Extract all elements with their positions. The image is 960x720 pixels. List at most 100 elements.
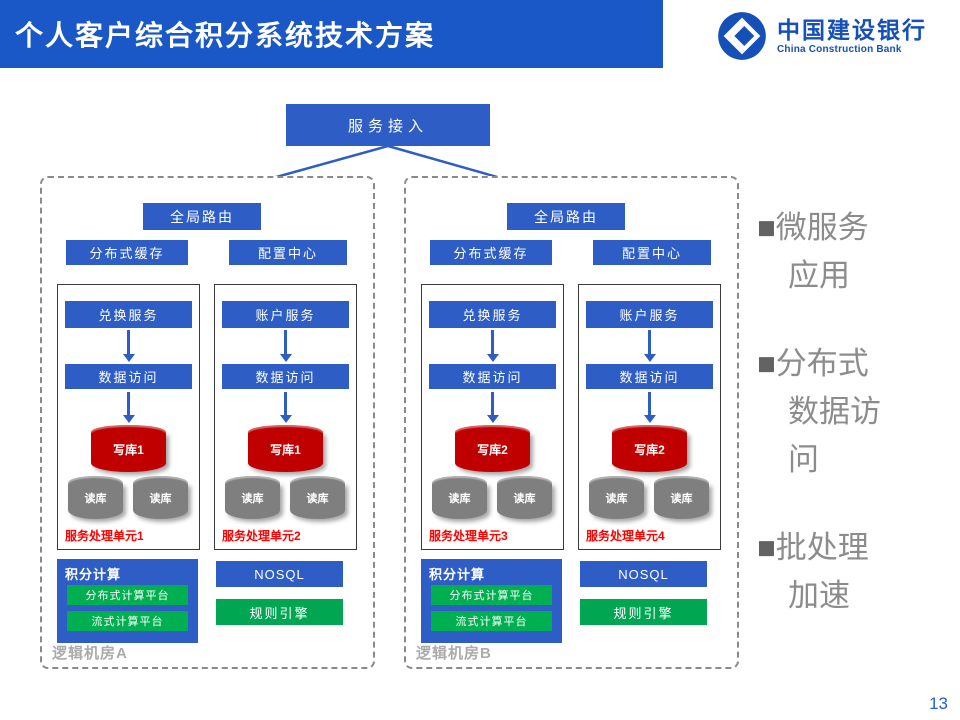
bullet-line: ■批处理 bbox=[757, 524, 957, 572]
read-db-cylinder: 读库 bbox=[133, 476, 188, 519]
rules-engine-box: 规则引擎 bbox=[580, 599, 707, 625]
cylinder-cap bbox=[432, 476, 487, 490]
down-arrow-icon bbox=[279, 392, 292, 423]
cylinder-cap bbox=[290, 476, 345, 490]
bank-name-en: China Construction Bank bbox=[777, 43, 902, 55]
unit-caption: 服务处理单元2 bbox=[222, 529, 301, 543]
read-db-label: 读库 bbox=[605, 493, 628, 505]
nosql-box: NOSQL bbox=[216, 561, 343, 587]
distributed-computing-platform-box: 分布式计算平台 bbox=[67, 585, 188, 605]
distributed-cache-box: 分布式缓存 bbox=[66, 240, 188, 265]
service-box: 兑换服务 bbox=[65, 301, 192, 328]
cylinder-cap bbox=[91, 425, 166, 439]
read-db-label: 读库 bbox=[241, 493, 264, 505]
write-db-label: 写库2 bbox=[634, 443, 665, 457]
cylinder-cap bbox=[133, 476, 188, 490]
stream-computing-platform-box: 流式计算平台 bbox=[67, 611, 188, 631]
read-db-cylinder: 读库 bbox=[432, 476, 487, 519]
service-unit-2: 账户服务 数据访问 写库1 读库 读库 服务处理单元2 bbox=[214, 284, 357, 550]
unit-caption: 服务处理单元3 bbox=[429, 529, 508, 543]
down-arrow-icon bbox=[643, 392, 656, 423]
down-arrow-icon bbox=[279, 330, 292, 362]
nosql-box: NOSQL bbox=[580, 561, 707, 587]
cylinder-cap bbox=[225, 476, 280, 490]
write-db-cylinder: 写库1 bbox=[248, 425, 323, 472]
bullet-item-batch-acceleration: ■批处理 加速 bbox=[757, 524, 957, 620]
bullet-line: 问 bbox=[788, 442, 819, 477]
distributed-cache-box: 分布式缓存 bbox=[430, 240, 552, 265]
write-db-cylinder: 写库2 bbox=[612, 425, 687, 472]
data-access-box: 数据访问 bbox=[429, 364, 556, 389]
unit-caption: 服务处理单元1 bbox=[65, 529, 144, 543]
data-access-box: 数据访问 bbox=[586, 364, 713, 389]
page-title: 个人客户综合积分系统技术方案 bbox=[15, 20, 436, 51]
data-access-box: 数据访问 bbox=[222, 364, 349, 389]
bullet-line: ■分布式 bbox=[757, 340, 957, 388]
cylinder-cap bbox=[248, 425, 323, 439]
read-db-cylinder: 读库 bbox=[290, 476, 345, 519]
write-db-cylinder: 写库1 bbox=[91, 425, 166, 472]
service-box: 账户服务 bbox=[222, 301, 349, 328]
rules-engine-box: 规则引擎 bbox=[216, 599, 343, 625]
datacenter-label: 逻辑机房B bbox=[416, 645, 492, 662]
read-db-cylinder: 读库 bbox=[68, 476, 123, 519]
global-routing-box: 全局路由 bbox=[507, 203, 625, 230]
bullet-line: 数据访 bbox=[788, 394, 881, 429]
read-db-cylinder: 读库 bbox=[589, 476, 644, 519]
distributed-computing-platform-box: 分布式计算平台 bbox=[431, 585, 552, 605]
down-arrow-icon bbox=[122, 330, 135, 362]
cylinder-cap bbox=[589, 476, 644, 490]
bullet-list: ■微服务 应用 ■分布式 数据访 问 ■批处理 加速 bbox=[757, 204, 957, 660]
service-access-box: 服务接入 bbox=[286, 104, 490, 146]
read-db-label: 读库 bbox=[84, 493, 107, 505]
bullet-marker: ■ bbox=[757, 346, 776, 381]
cylinder-cap bbox=[654, 476, 709, 490]
config-center-box: 配置中心 bbox=[593, 240, 711, 265]
service-unit-3: 兑换服务 数据访问 写库2 读库 读库 服务处理单元3 bbox=[421, 284, 564, 550]
bullet-item-microservices: ■微服务 应用 bbox=[757, 204, 957, 300]
global-routing-box: 全局路由 bbox=[143, 203, 261, 230]
header-bar: 个人客户综合积分系统技术方案 bbox=[0, 0, 663, 68]
read-db-cylinder: 读库 bbox=[225, 476, 280, 519]
bank-name-cn: 中国建设银行 bbox=[777, 17, 927, 44]
down-arrow-icon bbox=[486, 330, 499, 362]
bullet-marker: ■ bbox=[757, 530, 776, 565]
points-calc-title: 积分计算 bbox=[429, 567, 486, 582]
cylinder-cap bbox=[612, 425, 687, 439]
write-db-label: 写库1 bbox=[113, 443, 144, 457]
unit-caption: 服务处理单元4 bbox=[586, 529, 665, 543]
datacenter-label: 逻辑机房A bbox=[52, 645, 128, 662]
down-arrow-icon bbox=[122, 392, 135, 423]
bullet-marker: ■ bbox=[757, 210, 776, 245]
service-unit-4: 账户服务 数据访问 写库2 读库 读库 服务处理单元4 bbox=[578, 284, 721, 550]
points-calc-title: 积分计算 bbox=[65, 567, 122, 582]
points-calc-box: 积分计算 分布式计算平台 流式计算平台 bbox=[57, 559, 198, 643]
write-db-label: 写库2 bbox=[477, 443, 508, 457]
write-db-cylinder: 写库2 bbox=[455, 425, 530, 472]
bullet-line: 应用 bbox=[788, 258, 850, 293]
read-db-label: 读库 bbox=[448, 493, 471, 505]
read-db-cylinder: 读库 bbox=[497, 476, 552, 519]
cylinder-cap bbox=[497, 476, 552, 490]
config-center-box: 配置中心 bbox=[229, 240, 347, 265]
write-db-label: 写库1 bbox=[270, 443, 301, 457]
datacenter-b: 全局路由 分布式缓存 配置中心 兑换服务 数据访问 写库2 读库 读库 bbox=[404, 176, 739, 669]
data-access-box: 数据访问 bbox=[65, 364, 192, 389]
read-db-cylinder: 读库 bbox=[654, 476, 709, 519]
ccb-logo-icon bbox=[716, 10, 768, 62]
points-calc-box: 积分计算 分布式计算平台 流式计算平台 bbox=[421, 559, 562, 643]
bank-logo: 中国建设银行 China Construction Bank bbox=[716, 10, 927, 62]
bullet-item-distributed-data-access: ■分布式 数据访 问 bbox=[757, 340, 957, 484]
bullet-line: ■微服务 bbox=[757, 204, 957, 252]
bullet-text: 分布式 bbox=[775, 346, 869, 381]
service-box: 兑换服务 bbox=[429, 301, 556, 328]
read-db-label: 读库 bbox=[670, 493, 693, 505]
cylinder-cap bbox=[455, 425, 530, 439]
bank-name-block: 中国建设银行 China Construction Bank bbox=[777, 17, 927, 54]
page-number: 13 bbox=[929, 694, 948, 713]
bullet-text: 微服务 bbox=[775, 210, 869, 245]
down-arrow-icon bbox=[486, 392, 499, 423]
cylinder-cap bbox=[68, 476, 123, 490]
service-unit-1: 兑换服务 数据访问 写库1 读库 读库 服务处理单元1 bbox=[57, 284, 200, 550]
